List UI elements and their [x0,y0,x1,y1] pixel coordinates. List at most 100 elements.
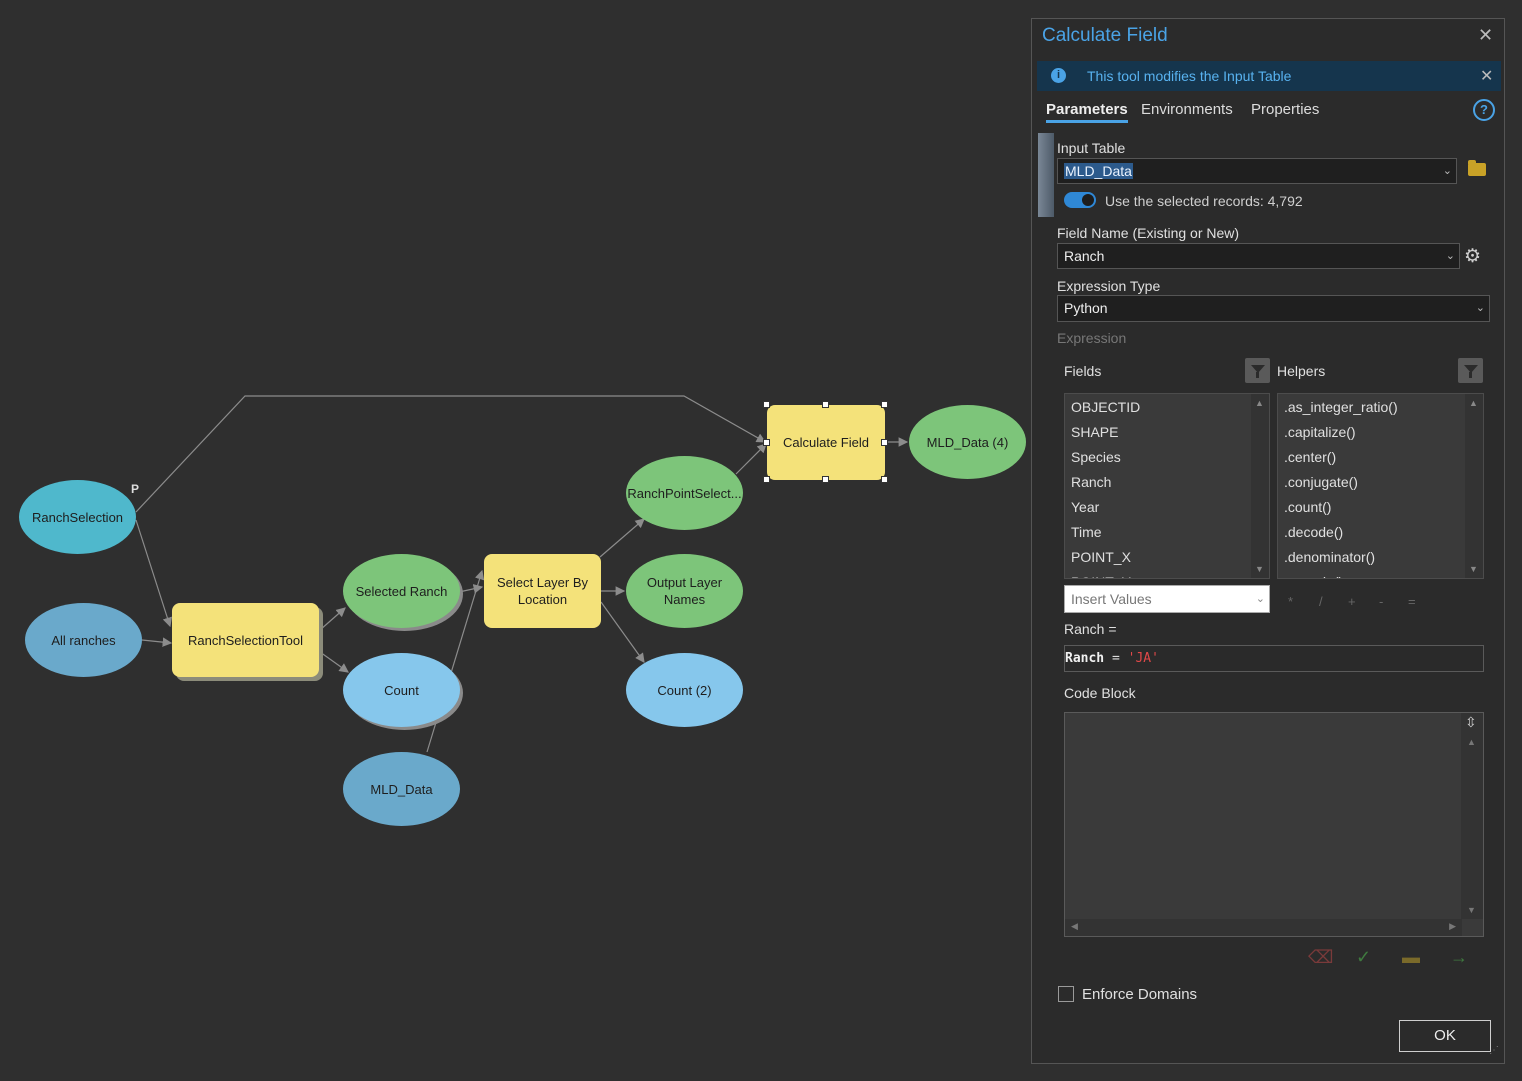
close-icon[interactable]: ✕ [1478,25,1494,45]
chevron-down-icon[interactable]: ▼ [1467,905,1476,915]
insert-values-dropdown[interactable]: Insert Values ⌄ [1064,585,1270,613]
list-item[interactable]: Year [1071,499,1100,515]
folder-icon[interactable] [1468,160,1486,176]
list-item[interactable]: .encode() [1278,570,1483,578]
list-item[interactable]: POINT_X [1071,549,1131,565]
model-canvas[interactable]: P RanchSelection All ranches RanchSelect… [0,0,1030,1081]
ok-button[interactable]: OK [1399,1020,1491,1052]
chevron-down-icon[interactable]: ▼ [1255,564,1264,574]
selection-handle[interactable] [881,476,888,483]
chevron-down-icon: ⌄ [1445,250,1455,262]
helpers-filter-icon[interactable] [1458,358,1483,383]
list-item[interactable]: Time [1071,524,1102,540]
node-output-layer-names[interactable]: Output Layer Names [626,554,743,628]
connector-selectlayer-to-rps [599,518,645,558]
resize-grip-icon[interactable]: ⋰ [1489,1045,1499,1056]
verify-icon[interactable]: ✓ [1356,947,1372,967]
field-name-label: Field Name (Existing or New) [1057,225,1240,241]
connector-allranches-to-tool [141,637,173,647]
chevron-up-icon[interactable]: ▲ [1469,398,1478,408]
expression-type-label: Expression Type [1057,278,1161,294]
node-all-ranches[interactable]: All ranches [25,603,142,677]
list-item[interactable]: Species [1071,449,1121,465]
divide-button[interactable]: / [1319,594,1323,609]
selection-handle[interactable] [763,401,770,408]
helpers-scrollbar[interactable]: ▲ ▼ [1465,394,1483,578]
list-item[interactable]: .denominator() [1284,549,1376,565]
node-selected-ranch[interactable]: Selected Ranch [343,554,460,628]
minus-button[interactable]: - [1379,594,1384,609]
node-count[interactable]: Count [343,653,460,727]
tab-properties[interactable]: Properties [1251,101,1320,118]
list-item[interactable]: .decode() [1284,524,1344,540]
selection-handle[interactable] [822,476,829,483]
node-mld-data[interactable]: MLD_Data [343,752,460,826]
help-icon[interactable]: ? [1473,99,1495,121]
expand-icon[interactable]: ⇳ [1465,714,1477,730]
tab-parameters[interactable]: Parameters [1046,101,1128,123]
node-select-layer-by-location[interactable]: Select Layer By Location [484,554,601,628]
info-banner: i This tool modifies the Input Table ✕ [1037,61,1501,91]
eraser-icon[interactable]: ⌫ [1308,947,1334,967]
enforce-domains-checkbox[interactable] [1058,986,1074,1002]
node-calculate-field[interactable]: Calculate Field [767,405,885,480]
code-block-hscrollbar[interactable]: ◀ ▶ [1065,919,1462,936]
arrow-right-icon[interactable]: → [1450,947,1468,967]
chevron-down-icon: ⌄ [1255,593,1265,605]
expression-field: Ranch [1065,651,1105,666]
tab-environments[interactable]: Environments [1141,101,1233,118]
node-ranch-point-select[interactable]: RanchPointSelect... [626,456,743,530]
selection-handle[interactable] [763,476,770,483]
code-block-scrollbar[interactable]: ⇳ ▲ ▼ [1461,713,1483,919]
input-table-value: MLD_Data [1064,163,1133,179]
node-count-2[interactable]: Count (2) [626,653,743,727]
field-name-dropdown[interactable]: Ranch ⌄ [1057,243,1460,269]
selection-handle[interactable] [763,439,770,446]
list-item[interactable]: SHAPE [1071,424,1119,440]
close-icon[interactable]: ✕ [1480,68,1494,85]
list-item[interactable]: OBJECTID [1071,399,1141,415]
chevron-up-icon[interactable]: ▲ [1255,398,1264,408]
input-table-dropdown[interactable]: MLD_Data ⌄ [1057,158,1457,184]
code-block-editor[interactable]: ⇳ ▲ ▼ ◀ ▶ [1064,712,1484,937]
open-folder-icon[interactable]: ▬ [1402,947,1420,967]
fields-label: Fields [1064,363,1102,379]
equals-button[interactable]: = [1408,594,1416,609]
plus-button[interactable]: + [1348,594,1356,609]
expression-input[interactable]: Ranch = 'JA' [1064,645,1484,672]
node-ranch-selection[interactable]: RanchSelection [19,480,136,554]
use-selected-records-label: Use the selected records: 4,792 [1105,193,1303,209]
node-ranch-selection-tool[interactable]: RanchSelectionTool [172,603,319,677]
info-text: This tool modifies the Input Table [1087,68,1292,84]
input-table-label: Input Table [1057,140,1126,156]
list-item[interactable]: .center() [1284,449,1337,465]
gear-icon[interactable]: ⚙ [1464,246,1482,267]
list-item[interactable]: Ranch [1071,474,1112,490]
list-item[interactable]: .conjugate() [1284,474,1358,490]
fields-scrollbar[interactable]: ▲ ▼ [1251,394,1269,578]
chevron-up-icon[interactable]: ▲ [1467,737,1476,747]
chevron-down-icon: ⌄ [1442,165,1452,177]
use-selected-records-toggle[interactable] [1064,192,1096,208]
chevron-right-icon[interactable]: ▶ [1449,921,1456,931]
list-item[interactable]: .capitalize() [1284,424,1356,440]
chevron-down-icon[interactable]: ▼ [1469,564,1478,574]
selection-handle[interactable] [881,439,888,446]
expression-type-dropdown[interactable]: Python ⌄ [1057,295,1490,322]
helpers-list[interactable]: .as_integer_ratio() .capitalize() .cente… [1277,393,1484,579]
pane-title: Calculate Field [1042,25,1168,46]
connector-precondition [135,395,767,513]
fields-list[interactable]: OBJECTID SHAPE Species Ranch Year Time P… [1064,393,1270,579]
expression-prefix: Ranch = [1064,621,1117,637]
expression-type-value: Python [1064,300,1108,316]
list-item[interactable]: .count() [1284,499,1332,515]
connector-selection-to-tool [135,519,173,628]
node-mld-data-4[interactable]: MLD_Data (4) [909,405,1026,479]
list-item[interactable]: POINT_Y [1065,570,1269,578]
selection-handle[interactable] [881,401,888,408]
fields-filter-icon[interactable] [1245,358,1270,383]
selection-handle[interactable] [822,401,829,408]
list-item[interactable]: .as_integer_ratio() [1284,399,1398,415]
multiply-button[interactable]: * [1288,594,1294,609]
chevron-left-icon[interactable]: ◀ [1071,921,1078,931]
